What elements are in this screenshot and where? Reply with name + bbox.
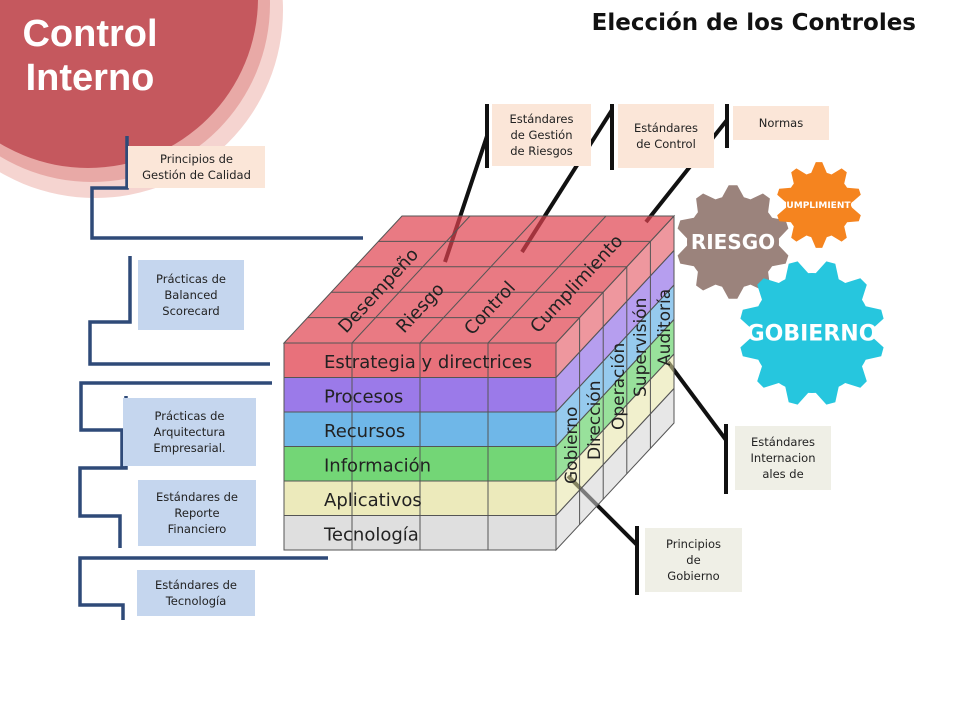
label-principios-gobierno: Principios de Gobierno: [645, 528, 742, 592]
gear-gobierno: [740, 261, 884, 405]
control-cube: Estrategia y directricesProcesosRecursos…: [282, 214, 676, 552]
cube-top-divider: [351, 215, 471, 344]
cube-side-label: Supervisión: [631, 298, 651, 397]
slide-title: Elección de los Controles: [591, 10, 916, 36]
gear-cumplimiento: [777, 162, 861, 248]
cube-front-label: Información: [324, 456, 431, 477]
label-reporte-financiero: Estándares de Reporte Financiero: [138, 480, 256, 546]
gear-cumplimiento-label: CUMPLIMIENTO: [780, 201, 859, 211]
cube-front-label: Estrategia y directrices: [324, 352, 532, 373]
cube-top-divider: [487, 215, 607, 344]
label-balanced-scorecard: Prácticas de Balanced Scorecard: [138, 260, 244, 330]
cube-front-label: Aplicativos: [324, 490, 422, 511]
label-normas: Normas: [733, 106, 829, 140]
cube-side-label: Operación: [609, 343, 629, 430]
cube-side-label: Auditoría: [655, 289, 675, 366]
label-arquitectura-empresarial: Prácticas de Arquitectura Empresarial.: [123, 398, 256, 466]
cube-front-label: Procesos: [324, 387, 403, 408]
cube-top-divider: [419, 215, 539, 344]
gear-gobierno-label: GOBIERNO: [747, 322, 878, 347]
label-gestion-riesgos: Estándares de Gestión de Riesgos: [492, 104, 591, 166]
header-corner: [0, 0, 283, 198]
gear-riesgo-label: RIESGO: [691, 230, 775, 254]
label-estandares-internacionales: Estándares Internacion ales de: [735, 426, 831, 490]
label-principios-calidad: Principios de Gestión de Calidad: [128, 146, 265, 188]
gear-riesgo: [677, 185, 789, 299]
label-estandares-control: Estándares de Control: [618, 104, 714, 168]
left-connectors: [78, 136, 363, 620]
gears-group: RIESGO CUMPLIMIENTO GOBIERNO: [677, 162, 884, 405]
cube-side-label: Gobierno: [562, 407, 582, 484]
cube-front-label: Tecnología: [323, 525, 419, 546]
cube-front-label: Recursos: [324, 421, 405, 442]
corner-title: Control Interno: [22, 13, 158, 99]
cube-side-label: Dirección: [585, 381, 605, 460]
label-estandares-tecnologia: Estándares de Tecnología: [137, 570, 255, 616]
